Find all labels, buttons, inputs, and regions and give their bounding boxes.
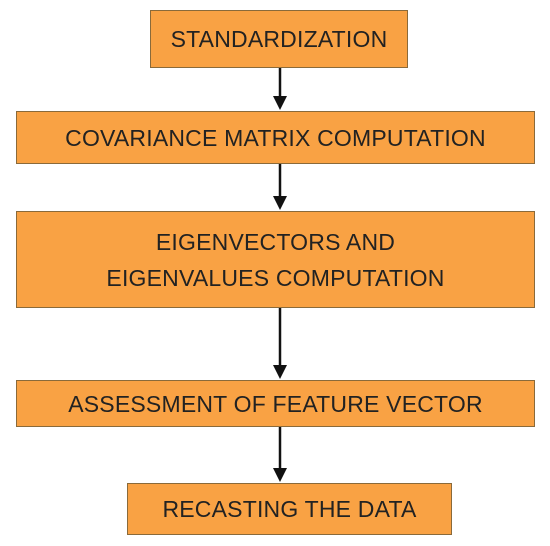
step-recasting-data: RECASTING THE DATA — [127, 483, 452, 535]
step-eigen-computation: EIGENVECTORS AND EIGENVALUES COMPUTATION — [16, 211, 535, 308]
step-standardization: STANDARDIZATION — [150, 10, 408, 68]
step-label: EIGENVECTORS AND EIGENVALUES COMPUTATION — [106, 228, 445, 291]
step-covariance-matrix: COVARIANCE MATRIX COMPUTATION — [16, 111, 535, 164]
step-label: STANDARDIZATION — [170, 26, 388, 52]
step-label: ASSESSMENT OF FEATURE VECTOR — [68, 390, 483, 417]
step-label: COVARIANCE MATRIX COMPUTATION — [65, 124, 486, 151]
step-label: RECASTING THE DATA — [162, 496, 417, 522]
step-feature-vector: ASSESSMENT OF FEATURE VECTOR — [16, 380, 535, 427]
